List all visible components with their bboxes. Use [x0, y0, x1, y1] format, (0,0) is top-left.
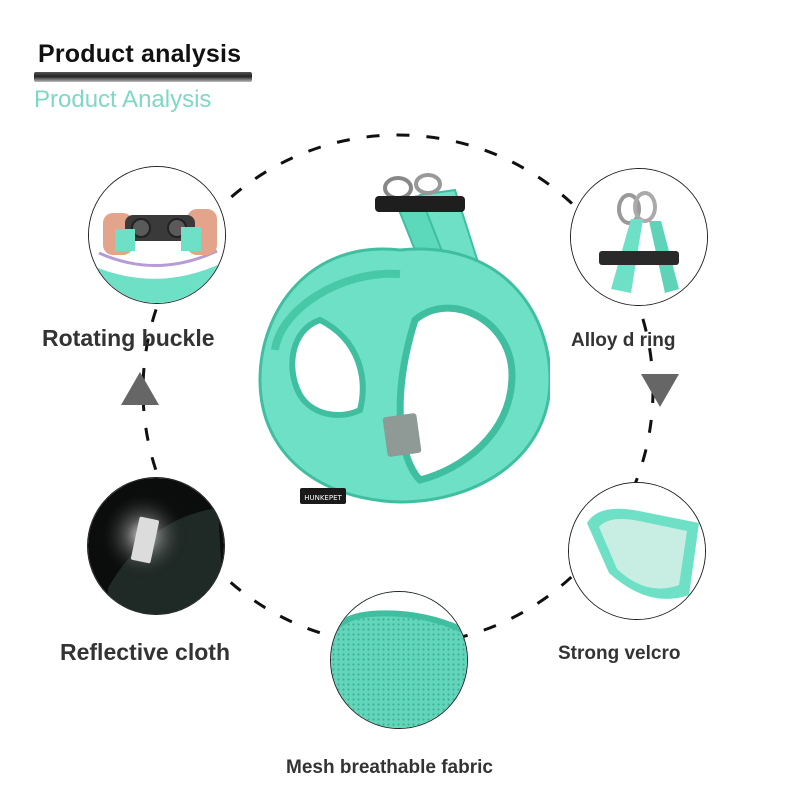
detail-rotating-buckle — [88, 166, 226, 304]
title-underline — [34, 72, 252, 82]
detail-alloy-ring — [570, 168, 708, 306]
harness-product-image: HUNKEPET — [258, 173, 550, 504]
ring-detail-image — [571, 169, 707, 305]
buckle-detail-image — [89, 167, 225, 303]
label-reflective-cloth: Reflective cloth — [60, 639, 230, 665]
label-alloy-ring: Alloy d ring — [571, 330, 676, 351]
velcro-detail-image — [569, 483, 705, 619]
detail-mesh-fabric — [330, 591, 468, 729]
reflective-detail-image — [88, 478, 224, 614]
detail-strong-velcro — [568, 482, 706, 620]
triangle-up-icon — [121, 372, 159, 405]
brand-tag: HUNKEPET — [304, 494, 342, 502]
page-title: Product analysis — [38, 40, 242, 68]
label-mesh-fabric: Mesh breathable fabric — [286, 757, 493, 778]
detail-reflective-cloth — [87, 477, 225, 615]
label-strong-velcro: Strong velcro — [558, 643, 681, 664]
page-subtitle: Product Analysis — [34, 86, 212, 113]
label-rotating-buckle: Rotating buckle — [42, 325, 215, 351]
mesh-detail-image — [331, 592, 467, 728]
triangle-down-icon — [641, 374, 679, 407]
